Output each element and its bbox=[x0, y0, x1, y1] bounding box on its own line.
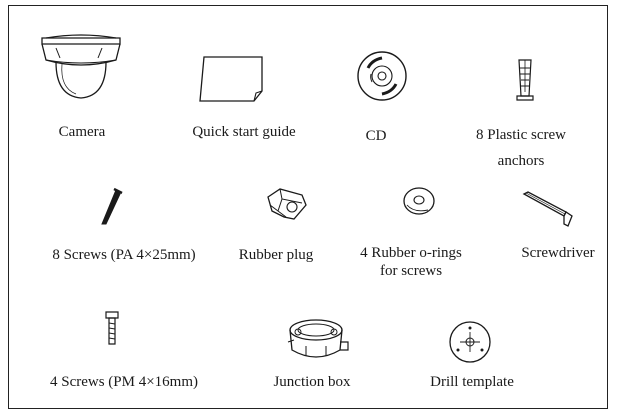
camera-label: Camera bbox=[58, 124, 106, 140]
screw-icon bbox=[98, 188, 124, 228]
paper-sheet-icon bbox=[198, 55, 268, 105]
plastic-anchors-label-line2: anchors bbox=[497, 153, 545, 169]
screwdriver-label: Screwdriver bbox=[521, 245, 595, 261]
junction-box-icon bbox=[284, 316, 352, 366]
screws-pa-label: 8 Screws (PA 4×25mm) bbox=[52, 247, 196, 263]
junction-box-label: Junction box bbox=[273, 374, 351, 390]
drill-template-label: Drill template bbox=[430, 374, 514, 390]
rubber-orings-label: 4 Rubber o-rings for screws bbox=[346, 244, 476, 280]
quick-start-guide-label: Quick start guide bbox=[192, 124, 296, 140]
plastic-anchors-label-line1: 8 Plastic screw bbox=[476, 127, 566, 143]
rubber-plug-label: Rubber plug bbox=[238, 247, 314, 263]
dome-camera-icon bbox=[36, 30, 126, 102]
rubber-orings-label-line2: for screws bbox=[379, 263, 443, 279]
bolt-icon bbox=[104, 310, 120, 346]
plastic-anchor-icon bbox=[514, 56, 536, 102]
package-contents-frame bbox=[8, 5, 608, 409]
rubber-orings-label-line1: 4 Rubber o-rings bbox=[360, 245, 462, 261]
screws-pm-label: 4 Screws (PM 4×16mm) bbox=[49, 374, 199, 390]
drill-template-icon bbox=[448, 320, 492, 364]
plastic-anchors-label: 8 Plastic screw anchors bbox=[456, 122, 586, 174]
rubber-plug-icon bbox=[264, 185, 310, 223]
cd-label: CD bbox=[365, 128, 387, 144]
hex-key-icon bbox=[522, 190, 576, 228]
disc-icon bbox=[356, 50, 408, 102]
o-ring-icon bbox=[402, 185, 436, 217]
